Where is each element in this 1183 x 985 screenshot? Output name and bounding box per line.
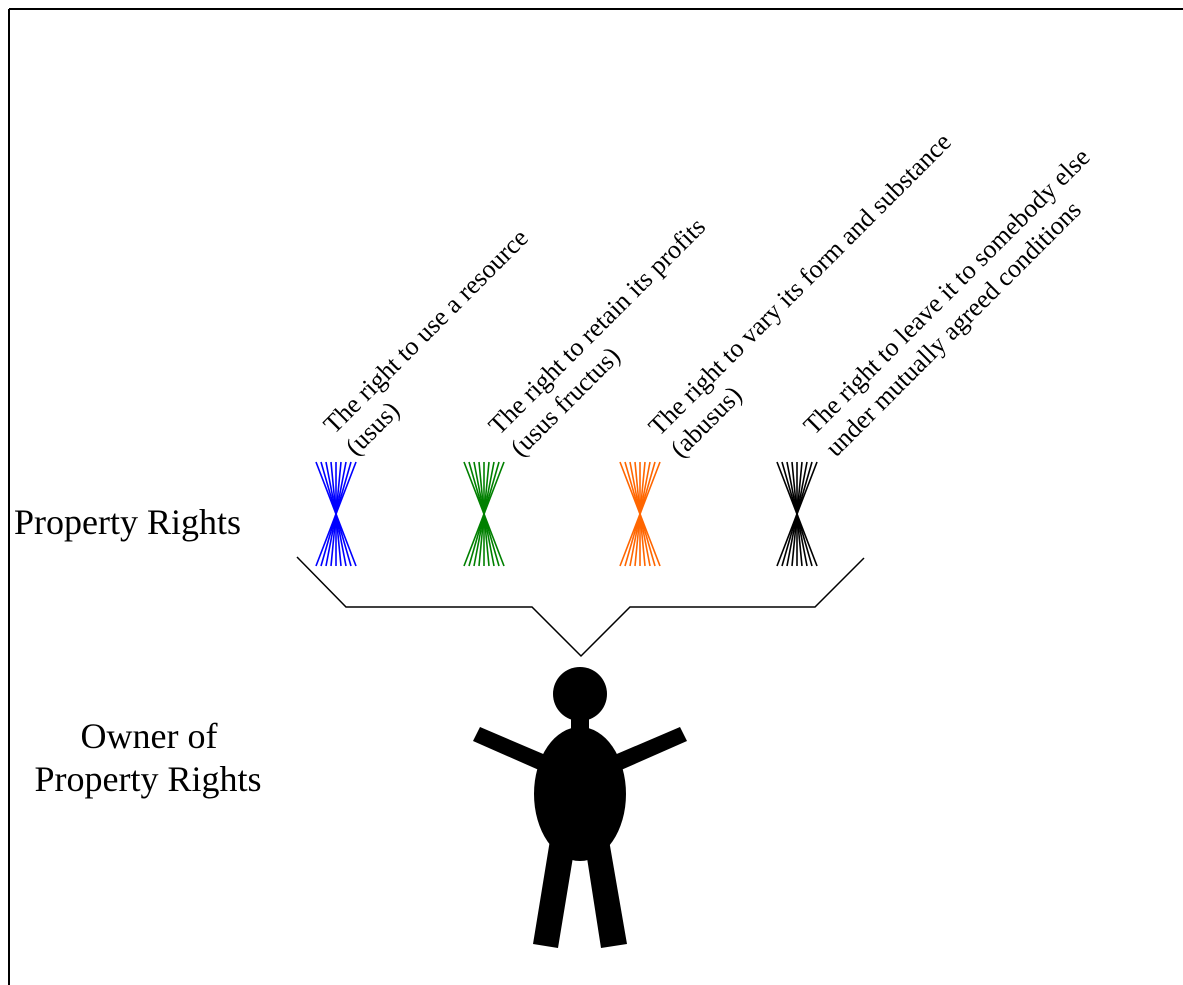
stick — [463, 461, 505, 567]
bracket-connector — [296, 556, 865, 658]
right-label-transfer: The right to leave it to somebody else u… — [798, 142, 1096, 462]
diagram-frame — [8, 8, 1183, 985]
owner-label-line-2: Property Rights — [34, 759, 261, 799]
stick-bundle-icon — [315, 461, 357, 567]
property-rights-label: Property Rights — [14, 502, 241, 542]
stick-bundle-icon — [619, 461, 661, 567]
stick-bundle-icon — [463, 461, 505, 567]
person-figure-icon — [473, 667, 687, 948]
right-label-line-1: The right to vary its form and substance — [643, 127, 957, 441]
stick-bundle-icon — [776, 461, 818, 567]
stick — [619, 461, 661, 567]
owner-label-line-1: Owner of — [81, 716, 218, 756]
right-label-line-1: The right to leave it to somebody else — [798, 142, 1096, 440]
stick — [776, 461, 818, 567]
stick — [315, 461, 357, 567]
